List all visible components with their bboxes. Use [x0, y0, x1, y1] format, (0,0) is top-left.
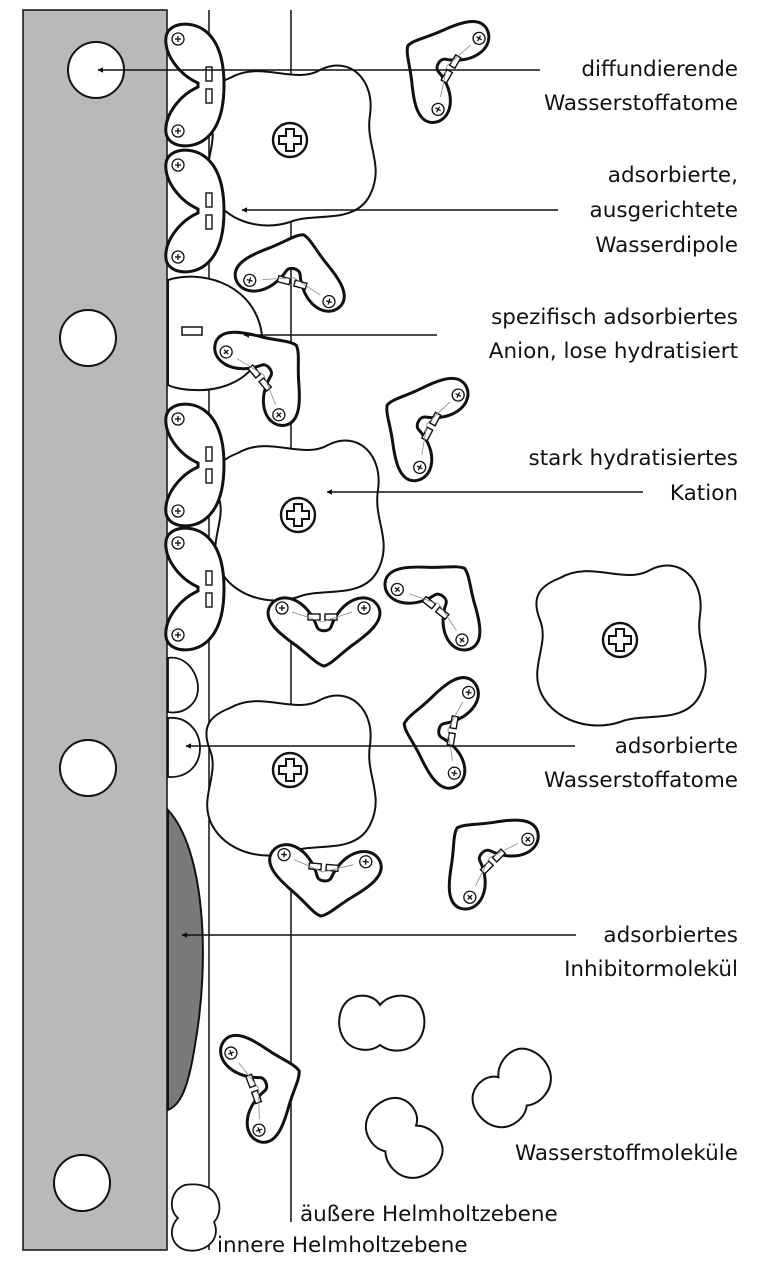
- water-molecule: [394, 669, 481, 791]
- hydrated-cation: [536, 566, 705, 726]
- water-molecule: [216, 1018, 318, 1146]
- water-molecule: [379, 534, 509, 657]
- label-inner-plane: innere Helmholtzebene: [217, 1233, 468, 1258]
- label-dipoles-1: adsorbierte,: [608, 163, 738, 188]
- label-diffusing-h-2: Wasserstoffatome: [544, 91, 738, 116]
- label-cation-2: Kation: [670, 481, 738, 506]
- water-molecule: [232, 220, 358, 315]
- h2-molecule: [463, 1039, 562, 1138]
- adsorbed-water-dipole: [166, 24, 224, 146]
- adsorbed-water-dipole: [166, 150, 224, 272]
- label-h2-molecules: Wasserstoffmoleküle: [515, 1141, 738, 1166]
- label-cation-1: stark hydratisiertes: [529, 446, 738, 471]
- hydrated-cation: [214, 441, 383, 601]
- adsorbed-h-atom: [168, 718, 200, 777]
- hydrated-cation: [206, 696, 375, 856]
- label-inhibitor-1: adsorbiertes: [603, 923, 738, 948]
- h2-molecule: [339, 996, 424, 1051]
- label-inhibitor-2: Inhibitormolekül: [564, 957, 738, 982]
- water-molecule: [380, 0, 495, 128]
- hydrated-cation: [206, 66, 375, 226]
- adsorbed-water-dipole: [166, 528, 224, 650]
- label-adsorbed-h-2: Wasserstoffatome: [544, 768, 738, 793]
- adsorbed-h2-molecule: [172, 1184, 220, 1250]
- water-molecule: [268, 598, 380, 666]
- label-outer-plane: äußere Helmholtzebene: [300, 1202, 558, 1227]
- inhibitor-molecule: [168, 810, 203, 1110]
- metal-electrode: [23, 10, 167, 1250]
- h-atom: [60, 740, 116, 796]
- water-molecule: [265, 843, 382, 921]
- label-diffusing-h-1: diffundierende: [581, 57, 738, 82]
- label-dipoles-3: Wasserdipole: [595, 233, 738, 258]
- label-anion-1: spezifisch adsorbiertes: [491, 305, 738, 330]
- h2-molecule: [355, 1088, 452, 1189]
- water-molecule: [361, 355, 474, 486]
- water-molecule: [418, 788, 545, 915]
- label-adsorbed-h-1: adsorbierte: [615, 734, 738, 759]
- adsorbed-water-dipole: [166, 404, 224, 526]
- adsorbed-h-atom: [168, 658, 198, 713]
- label-anion-2: Anion, lose hydratisiert: [489, 339, 738, 364]
- h-atom: [60, 310, 116, 366]
- h-atom: [54, 1155, 110, 1211]
- label-dipoles-2: ausgerichtete: [590, 198, 738, 223]
